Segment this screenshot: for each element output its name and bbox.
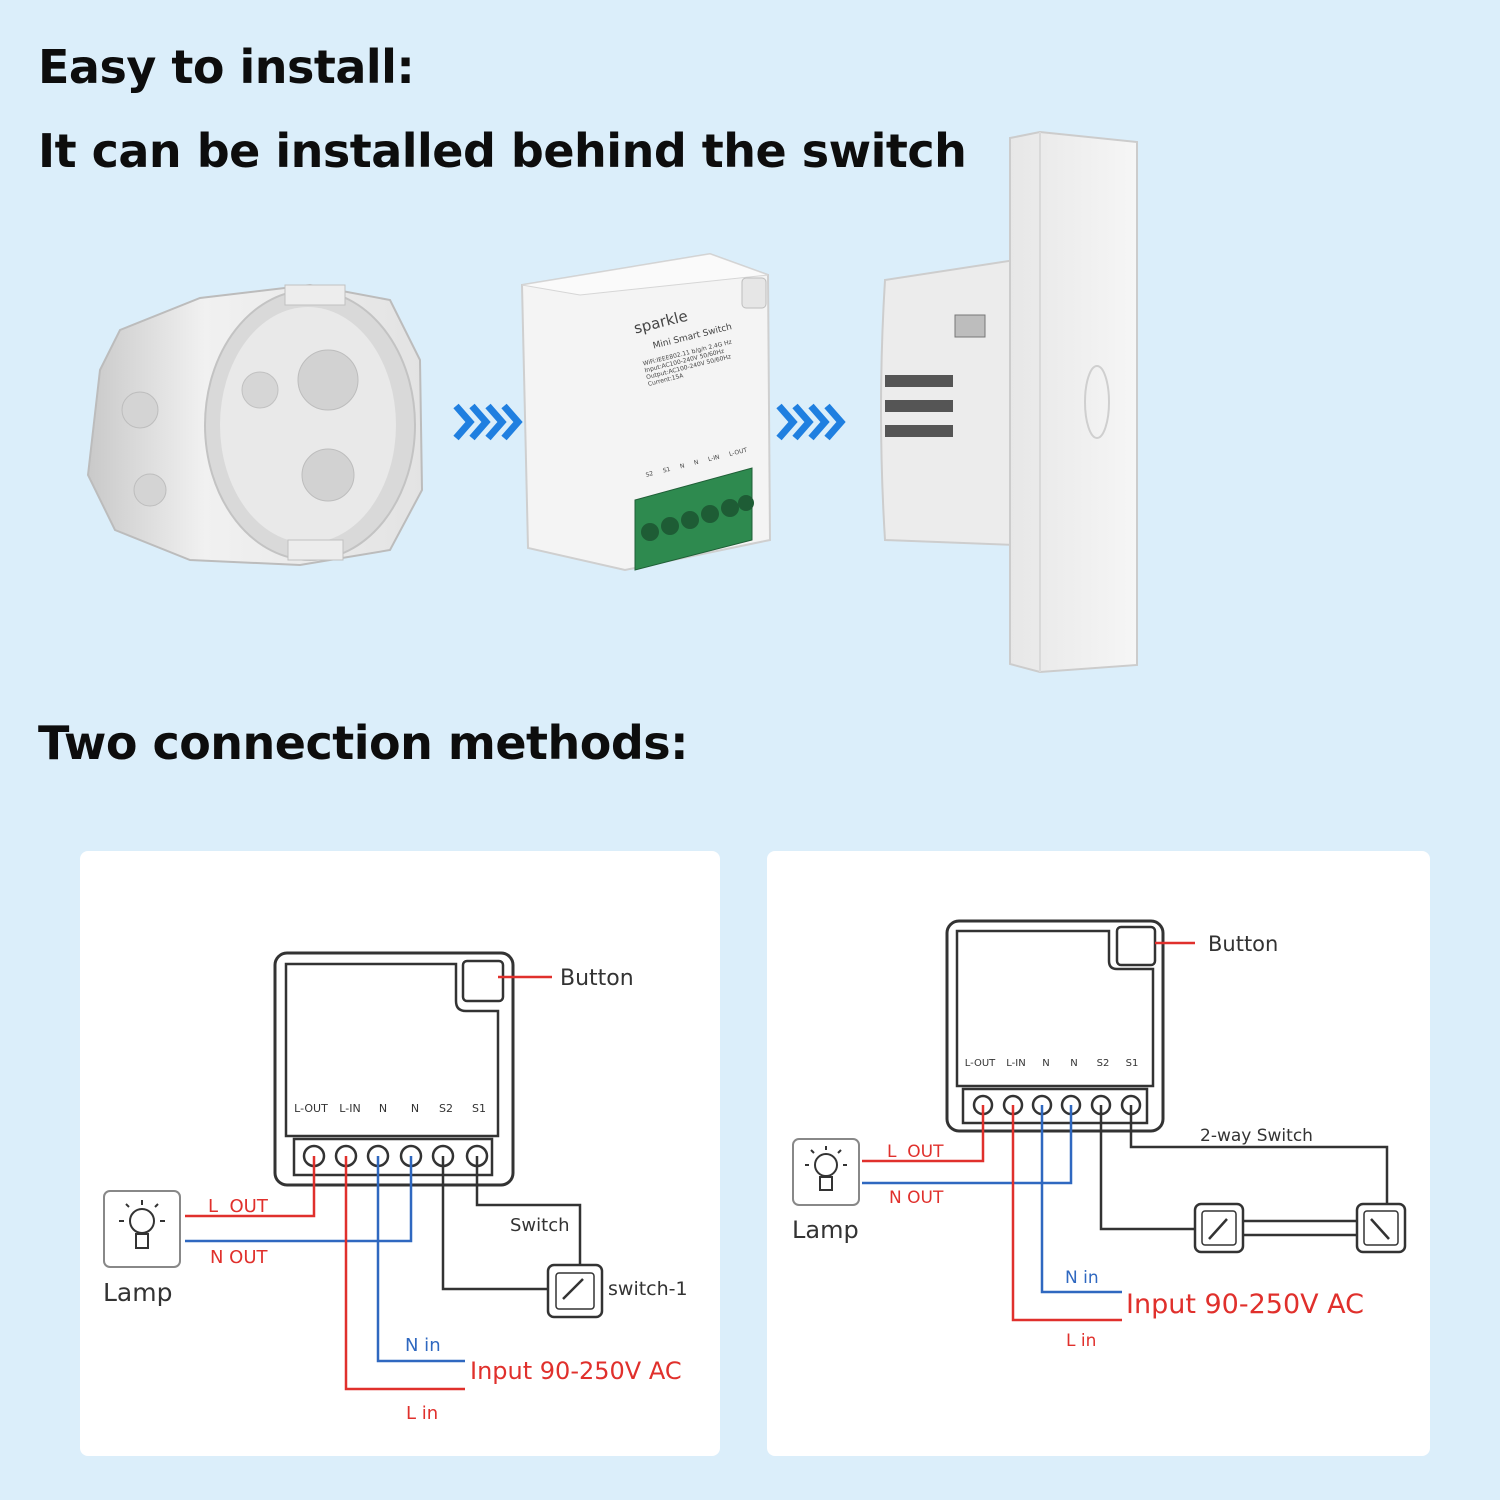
n-out-wire (862, 1105, 1073, 1185)
n-out-label: N OUT (889, 1188, 944, 1208)
terminal-label: N (1070, 1058, 1077, 1069)
wiring-diagram-single-switch: Button L-OUT L-IN N N S2 S1 (80, 851, 720, 1456)
button-square (461, 959, 505, 1003)
heading-two-methods: Two connection methods: (38, 716, 689, 770)
l-in-label: L in (1066, 1331, 1096, 1351)
terminal-label: L-OUT (965, 1058, 996, 1069)
lamp-icon (103, 1190, 181, 1268)
module-outline (945, 919, 1165, 1133)
module-inner-outline (955, 929, 1155, 1088)
two-way-switch-label: 2-way Switch (1200, 1126, 1313, 1146)
switch-label: Switch (510, 1215, 570, 1236)
junction-box-image (86, 283, 424, 567)
n-out-wire (185, 1156, 413, 1243)
l-in-wire (344, 1156, 465, 1391)
chevron-arrow-right-icon (776, 403, 846, 441)
s2-wire (1099, 1105, 1197, 1231)
n-in-wire (376, 1156, 465, 1363)
heading-behind-switch: It can be installed behind the switch (38, 124, 967, 178)
terminal-label: N (379, 1102, 387, 1115)
terminal-block (292, 1137, 494, 1177)
l-out-wire (185, 1156, 316, 1218)
n-in-wire (1040, 1105, 1122, 1294)
terminal-label: L-OUT (294, 1102, 328, 1115)
l-out-label: L OUT (208, 1196, 269, 1217)
wall-switch-image (880, 130, 1138, 674)
wiring-diagram-two-way-switch: Button L-OUT L-IN N N S2 S1 (767, 851, 1430, 1456)
terminal-label: N (1042, 1058, 1049, 1069)
l-in-label: L in (406, 1403, 438, 1424)
s2-wire (441, 1156, 550, 1291)
l-out-label: L OUT (887, 1142, 944, 1162)
input-voltage-label: Input 90-250V AC (470, 1357, 682, 1385)
two-way-switch-icon (1193, 1202, 1245, 1254)
module-inner-outline (284, 962, 500, 1138)
input-voltage-label: Input 90-250V AC (1126, 1289, 1364, 1320)
heading-easy-install: Easy to install: (38, 40, 415, 94)
n-out-label: N OUT (210, 1247, 269, 1268)
n-in-label: N in (405, 1335, 441, 1356)
terminal-screws (302, 1144, 489, 1168)
terminal-label: S2 (1097, 1058, 1110, 1069)
lamp-label: Lamp (792, 1216, 859, 1244)
s1-wire (1129, 1105, 1389, 1206)
terminal-label: S1 (1126, 1058, 1139, 1069)
terminal-label: L-IN (1006, 1058, 1025, 1069)
smart-switch-module-image: sparkle Mini Smart Switch WiFi:IEEE802.1… (520, 250, 772, 574)
chevron-arrow-right-icon (453, 403, 523, 441)
terminal-label: S1 (472, 1102, 486, 1115)
terminal-block (961, 1087, 1149, 1125)
l-in-wire (1011, 1105, 1122, 1322)
n-in-label: N in (1065, 1268, 1099, 1288)
s1-wire (475, 1156, 582, 1265)
switch-1-label: switch-1 (608, 1278, 688, 1300)
terminal-label: L-IN (339, 1102, 360, 1115)
lamp-icon (792, 1138, 860, 1206)
lamp-label: Lamp (103, 1278, 172, 1307)
terminal-label: N (411, 1102, 419, 1115)
terminal-screws (972, 1094, 1142, 1116)
l-out-wire (862, 1105, 985, 1163)
module-outline (273, 951, 515, 1187)
two-way-switch-icon (1355, 1202, 1407, 1254)
button-label: Button (560, 966, 634, 991)
button-label: Button (1208, 932, 1278, 956)
button-square (1115, 925, 1157, 967)
switch-1-icon (546, 1263, 604, 1319)
terminal-label: S2 (439, 1102, 453, 1115)
